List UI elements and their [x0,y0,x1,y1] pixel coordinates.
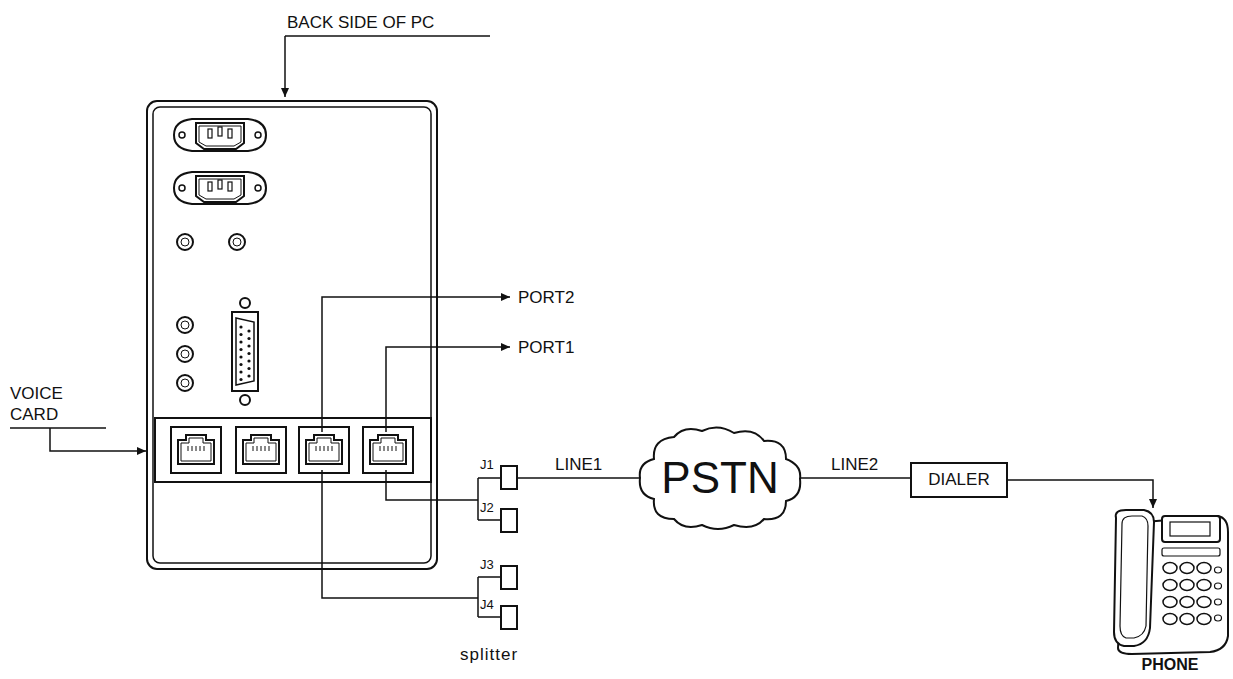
box-label: DIALER [928,470,989,490]
dialer-box: DIALER [910,462,1008,498]
network-name: PSTN [661,456,778,500]
panel-label: BACK SIDE OF PC [287,13,434,33]
port-label: PORT1 [518,338,574,358]
splitter-jack: J1 [500,465,518,490]
jack-label: J1 [480,458,494,473]
line-connector [800,477,910,479]
card-label: VOICE CARD [10,383,90,426]
jack-label: J3 [480,558,494,573]
line-connector [1008,480,1153,508]
phone-device: PHONE [1110,508,1230,676]
part-label: splitter [460,645,518,665]
port-label: PORT2 [518,288,574,308]
splitter-jack: J4 [500,605,518,630]
phone-drawing [1110,508,1230,656]
splitter-jack: J2 [500,508,518,533]
line-label: LINE1 [553,455,604,475]
device-label: PHONE [1110,656,1230,674]
network-cloud: PSTN [638,425,802,531]
jack-label: J2 [480,501,494,516]
line-connector [518,477,640,479]
jack-label: J4 [480,598,494,613]
line-label: LINE2 [829,455,880,475]
splitter-jack: J3 [500,565,518,590]
